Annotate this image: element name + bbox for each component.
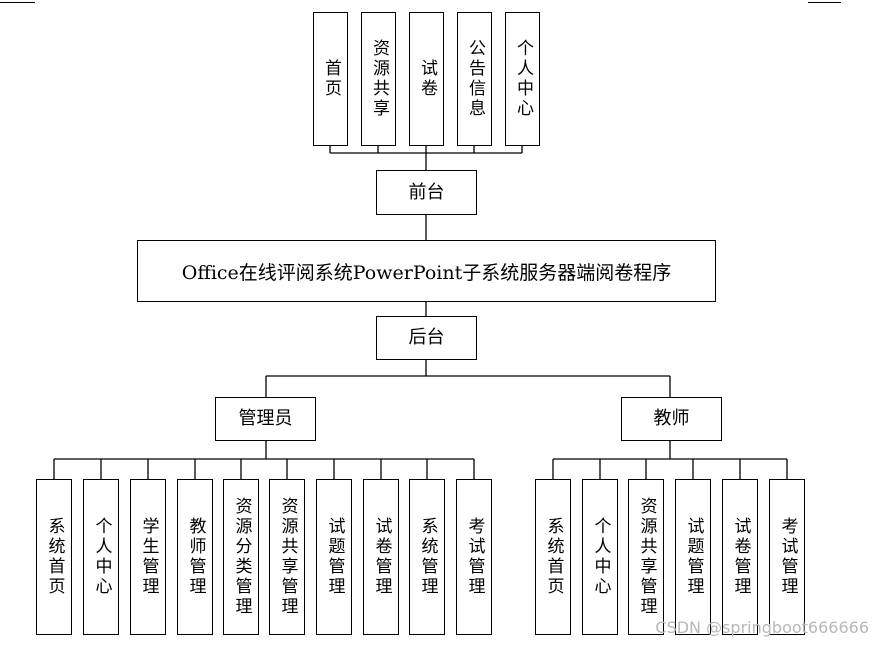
admin-module-label: 资源分类管理 [231,497,252,617]
frontend-node: 前台 [376,170,477,215]
frontend-item-label: 资源共享 [369,39,389,119]
admin-module-label: 系统管理 [417,517,438,597]
frontend-item-label: 试卷 [417,59,437,99]
system-root-node: Office在线评阅系统PowerPoint子系统服务器端阅卷程序 [137,240,716,302]
admin-module-label: 考试管理 [464,517,485,597]
admin-module: 系统首页 [36,479,72,635]
teacher-module-label: 系统首页 [543,517,564,597]
role-admin-label: 管理员 [238,408,293,429]
frontend-item-announcement: 公告信息 [457,12,492,146]
admin-module: 学生管理 [130,479,166,635]
frontend-item-label: 个人中心 [513,39,533,119]
teacher-module: 个人中心 [582,479,618,635]
admin-module: 个人中心 [83,479,119,635]
teacher-module-label: 资源共享管理 [636,497,657,617]
role-admin-node: 管理员 [215,397,316,441]
role-teacher-node: 教师 [621,397,722,441]
admin-module: 资源共享管理 [269,479,305,635]
teacher-module-label: 考试管理 [777,517,798,597]
admin-module: 考试管理 [456,479,492,635]
page-corner-mark [0,2,35,3]
admin-module: 资源分类管理 [223,479,259,635]
frontend-item-label: 公告信息 [465,39,485,119]
admin-module: 系统管理 [409,479,445,635]
admin-module: 试卷管理 [363,479,399,635]
system-title: Office在线评阅系统PowerPoint子系统服务器端阅卷程序 [181,261,672,284]
frontend-label: 前台 [408,181,445,203]
admin-module: 教师管理 [177,479,213,635]
teacher-module-label: 个人中心 [590,517,611,597]
backend-node: 后台 [376,316,477,360]
teacher-module: 试卷管理 [722,479,758,635]
admin-module-label: 试卷管理 [371,517,392,597]
frontend-item-personal-center: 个人中心 [505,12,540,146]
admin-module-label: 资源共享管理 [277,497,298,617]
role-teacher-label: 教师 [653,408,690,429]
admin-module: 试题管理 [316,479,352,635]
page-corner-mark [808,2,841,3]
admin-module-label: 学生管理 [138,517,159,597]
teacher-module: 系统首页 [535,479,571,635]
teacher-module-label: 试卷管理 [730,517,751,597]
teacher-module: 资源共享管理 [628,479,664,635]
frontend-item-label: 首页 [321,59,341,99]
admin-module-label: 教师管理 [185,517,206,597]
admin-module-label: 系统首页 [44,517,65,597]
admin-module-label: 试题管理 [324,517,345,597]
watermark-text: CSDN @springboot666666 [655,618,869,637]
teacher-module-label: 试题管理 [683,517,704,597]
frontend-item-resource-share: 资源共享 [361,12,396,146]
teacher-module: 考试管理 [769,479,805,635]
teacher-module: 试题管理 [675,479,711,635]
admin-module-label: 个人中心 [91,517,112,597]
frontend-item-home: 首页 [313,12,348,146]
backend-label: 后台 [408,327,445,348]
frontend-item-exam-paper: 试卷 [409,12,444,146]
